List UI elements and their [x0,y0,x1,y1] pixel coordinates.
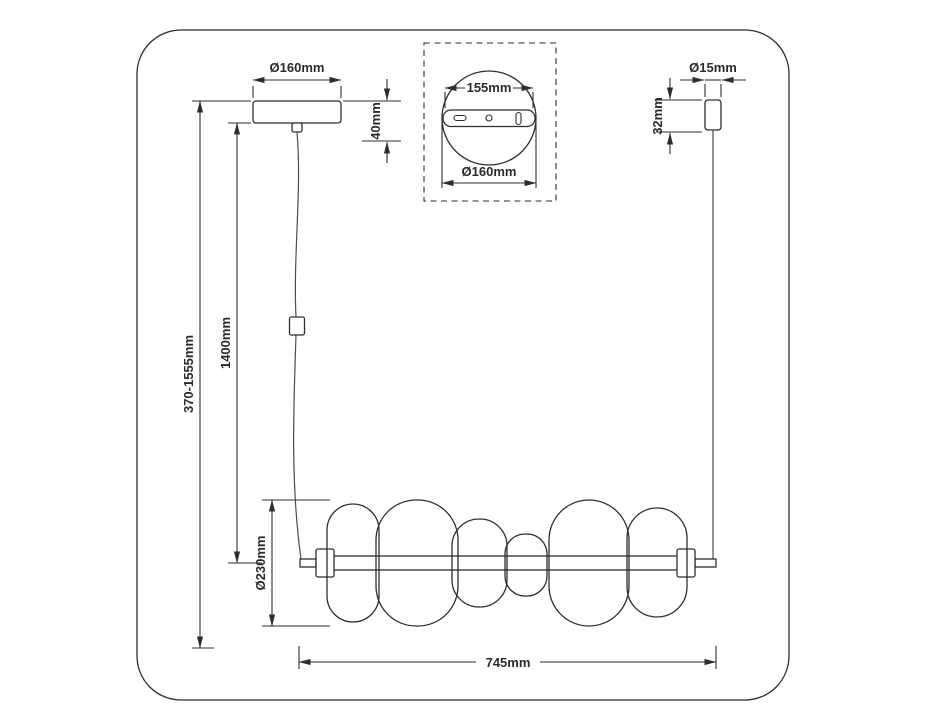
canopy-height-label: 40mm [368,102,383,140]
ceiling-canopy [252,100,342,133]
canopy-height-dimension: 40mm [343,79,401,163]
fixture-body [299,499,717,627]
screw-slot-left [453,114,467,122]
glass-shade-outline [375,499,459,627]
cord-grip-diameter-label: Ø15mm [689,60,737,75]
canopy-detail-diameter-dimension: Ø160mm [441,122,537,188]
left-cable-upper [294,131,300,318]
shade-diameter-dimension: Ø230mm [253,499,330,627]
glass-shade-outline [504,533,548,597]
bar-right-stub [694,558,717,568]
bar-tube [316,555,679,571]
label-mask [465,81,513,95]
cable-connector [288,316,306,336]
drawing-border [136,29,790,701]
cord-grip-height-label: 32mm [650,97,665,135]
cord-grip-height-dimension: 32mm [650,78,702,154]
canopy-diameter-label: Ø160mm [270,60,325,75]
mount-plate-width-label: 155mm [467,80,512,95]
suspension-length-label: 1400mm [218,317,233,369]
canopy-cord-exit [291,122,303,133]
overall-height-dimension: 370-1555mm [181,100,251,649]
canopy-diameter-dimension: Ø160mm [252,60,342,98]
canopy-detail-view: 155mm Ø160mm [423,42,557,202]
suspension-length-dimension: 1400mm [218,122,262,564]
fixture-length-label: 745mm [486,655,531,670]
glass-shade-outline [548,499,630,627]
canopy-plate [252,100,342,124]
overall-height-label: 370-1555mm [181,335,196,413]
screw-slot-right [515,111,522,126]
suspension-cables [288,130,714,560]
glass-shade-outline [326,503,380,623]
cord-grip-body [704,99,722,131]
mounting-bracket [442,109,536,128]
canopy-bottom-view [441,70,537,166]
canopy-detail-diameter-label: Ø160mm [462,164,517,179]
fixture-length-dimension: 745mm [298,646,717,670]
bar-right-cap [676,548,696,578]
glass-shade-outline [626,507,688,618]
cord-grip: Ø15mm 32mm [650,60,746,154]
detail-callout-box [423,42,557,202]
bar-left-stub [299,558,317,568]
shade-diameter-label: Ø230mm [253,536,268,591]
center-hole [485,114,493,122]
bar-left-cap [315,548,335,578]
left-cable-lower [293,334,302,560]
glass-shade-outline [451,518,508,608]
label-mask [476,653,540,670]
mount-plate-width-dimension: 155mm [444,80,534,108]
